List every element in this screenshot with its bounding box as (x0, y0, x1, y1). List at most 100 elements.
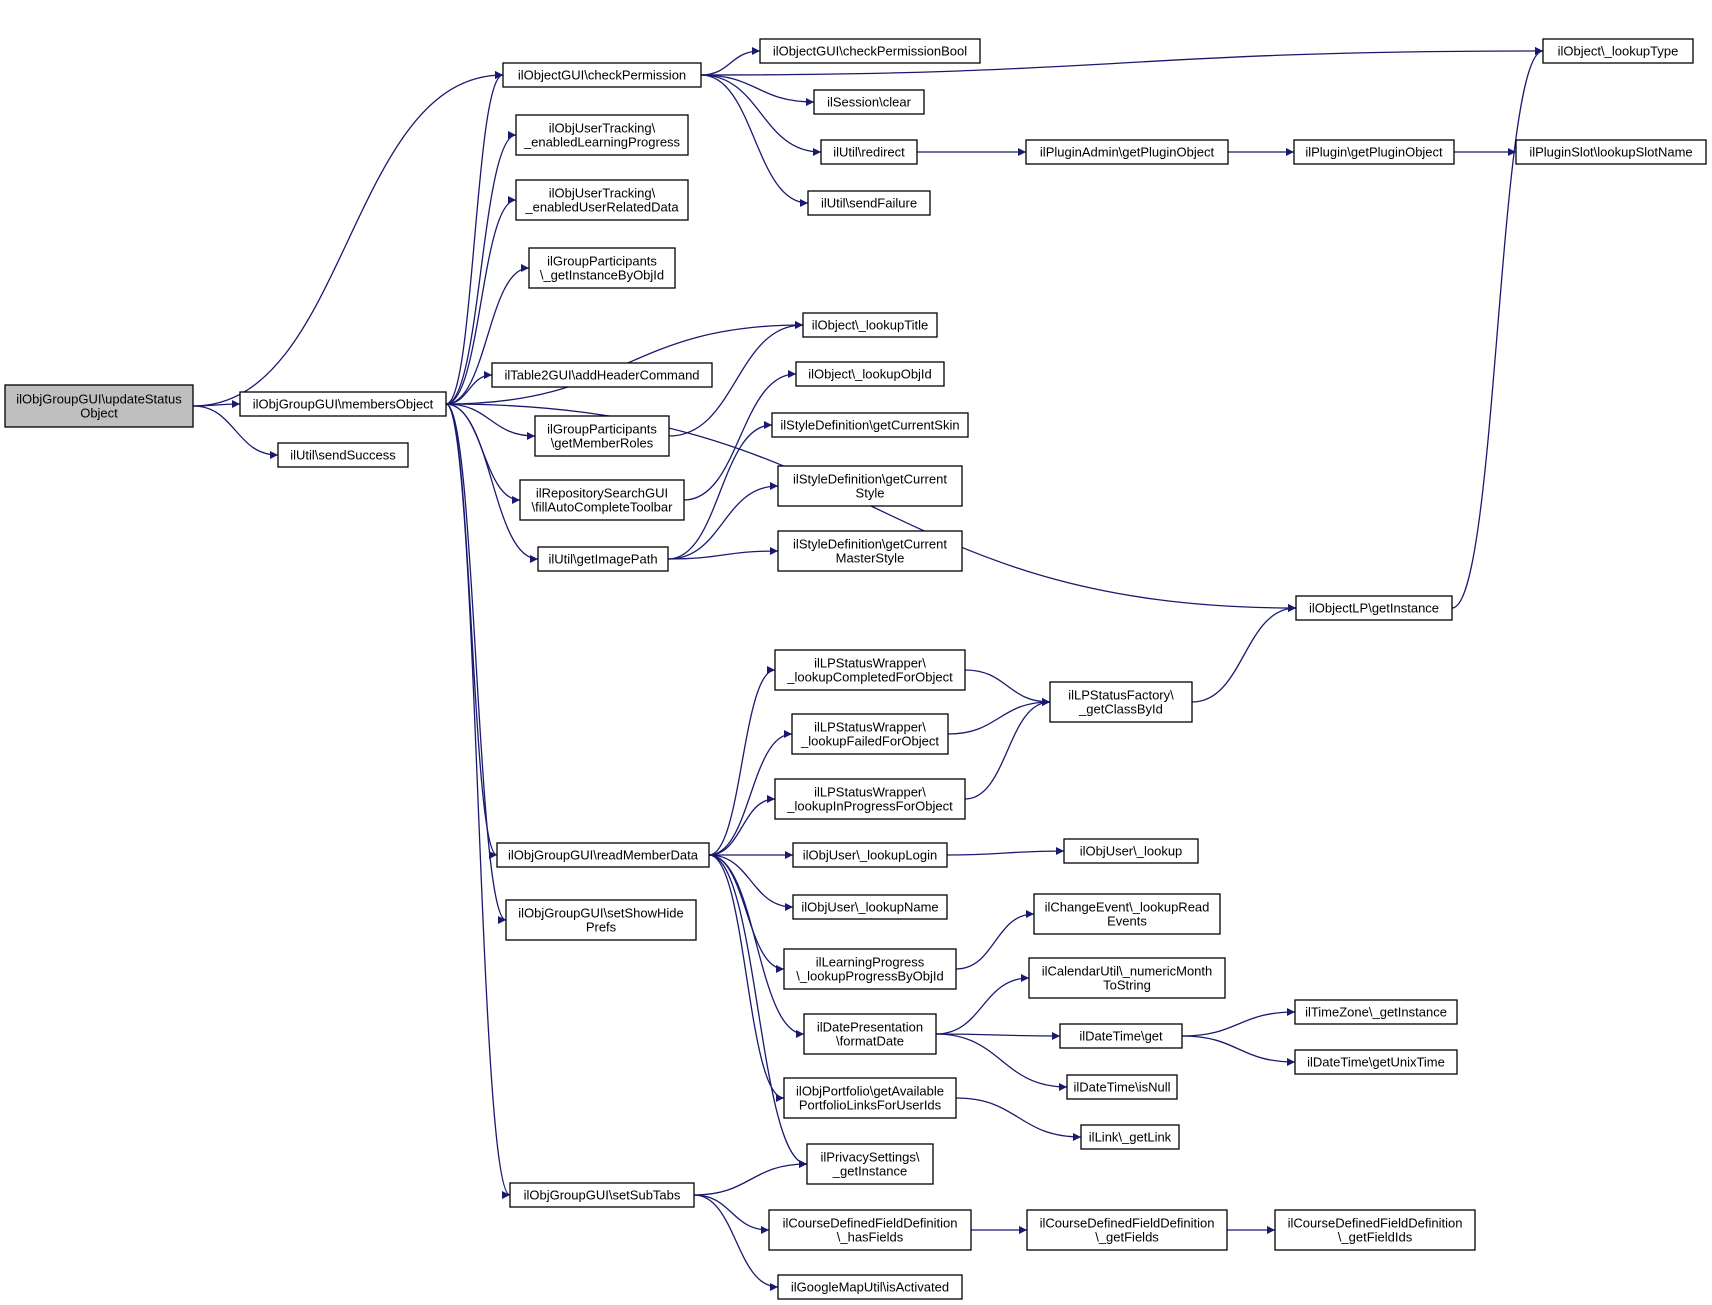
node-box[interactable] (759, 38, 981, 64)
node-ilutil-redirect[interactable]: ilUtil\redirect (820, 139, 918, 165)
node-ilgooglemaputil-isactivated[interactable]: ilGoogleMapUtil\isActivated (777, 1274, 963, 1300)
node-box[interactable] (239, 391, 447, 417)
node-ilgroupparticipants-getmemberroles[interactable]: ilGroupParticipants\getMemberRoles (534, 415, 670, 457)
node-ilcoursedefinedfielddefinition-getfieldids[interactable]: ilCourseDefinedFieldDefinition\_getField… (1274, 1209, 1476, 1251)
node-box[interactable] (515, 179, 689, 221)
node-illink-getlink[interactable]: ilLink\_getLink (1080, 1124, 1180, 1150)
node-box[interactable] (1542, 38, 1694, 64)
node-box[interactable] (1063, 838, 1199, 864)
node-ilobject-lookupobjid[interactable]: ilObject\_lookupObjId (795, 361, 945, 387)
node-ilsession-clear[interactable]: ilSession\clear (813, 89, 925, 115)
node-illpstatusfactory-getclassbyid[interactable]: ilLPStatusFactory\_getClassById (1049, 681, 1193, 723)
node-ilutil-getimagepath[interactable]: ilUtil\getImagePath (537, 546, 669, 572)
node-ilutil-sendfailure[interactable]: ilUtil\sendFailure (807, 190, 931, 216)
node-iltimezone-getinstance[interactable]: ilTimeZone\_getInstance (1294, 999, 1458, 1025)
node-box[interactable] (509, 1182, 695, 1208)
node-ildatetime-get[interactable]: ilDateTime\get (1059, 1023, 1183, 1049)
node-box[interactable] (771, 412, 969, 438)
node-box[interactable] (803, 1013, 937, 1055)
node-iltable2gui-addheadercommand[interactable]: ilTable2GUI\addHeaderCommand (491, 362, 713, 388)
node-ilobjgroupgui-readmemberdata[interactable]: ilObjGroupGUI\readMemberData (496, 842, 710, 868)
node-ildatepresentation-formatdate[interactable]: ilDatePresentation\formatDate (803, 1013, 937, 1055)
node-box[interactable] (783, 948, 957, 990)
node-box[interactable] (491, 362, 713, 388)
node-box[interactable] (807, 190, 931, 216)
node-ilpluginadmin-getpluginobject[interactable]: ilPluginAdmin\getPluginObject (1025, 139, 1229, 165)
node-box[interactable] (813, 89, 925, 115)
node-box[interactable] (1294, 999, 1458, 1025)
node-box[interactable] (528, 247, 676, 289)
node-box[interactable] (783, 1077, 957, 1119)
node-ilpluginslot-lookupslotname[interactable]: ilPluginSlot\lookupSlotName (1515, 139, 1707, 165)
node-illearningprogress-lookupprogressbyobjid[interactable]: ilLearningProgress\_lookupProgressByObjI… (783, 948, 957, 990)
node-box[interactable] (537, 546, 669, 572)
node-ilrepositorysearchgui-fillautocompletetoolbar[interactable]: ilRepositorySearchGUI\fillAutoCompleteTo… (519, 479, 685, 521)
node-ilobjuser-lookupname[interactable]: ilObjUser\_lookupName (792, 894, 948, 920)
node-ilobjuser-lookup[interactable]: ilObjUser\_lookup (1063, 838, 1199, 864)
node-box[interactable] (774, 778, 966, 820)
node-ilstyledefinition-getcurrentskin[interactable]: ilStyleDefinition\getCurrentSkin (771, 412, 969, 438)
node-ilobjgroupgui-setsubtabs[interactable]: ilObjGroupGUI\setSubTabs (509, 1182, 695, 1208)
node-box[interactable] (1049, 681, 1193, 723)
node-ilobjectgui-checkpermissionbool[interactable]: ilObjectGUI\checkPermissionBool (759, 38, 981, 64)
node-box[interactable] (1033, 893, 1221, 935)
node-ilobjuser-lookuplogin[interactable]: ilObjUser\_lookupLogin (792, 842, 948, 868)
node-ilcoursedefinedfielddefinition-hasfields[interactable]: ilCourseDefinedFieldDefinition\_hasField… (768, 1209, 972, 1251)
node-box[interactable] (4, 384, 194, 428)
node-box[interactable] (792, 842, 948, 868)
node-box[interactable] (792, 894, 948, 920)
node-box[interactable] (1066, 1074, 1178, 1100)
node-box[interactable] (1293, 139, 1455, 165)
node-box[interactable] (1080, 1124, 1180, 1150)
node-ilobjgroupgui-membersobject[interactable]: ilObjGroupGUI\membersObject (239, 391, 447, 417)
node-ilobjportfolio-getavailable-portfoliolinksforuserids[interactable]: ilObjPortfolio\getAvailablePortfolioLink… (783, 1077, 957, 1119)
node-ilobjusertracking-enableduserrelateddata[interactable]: ilObjUserTracking\_enabledUserRelatedDat… (515, 179, 689, 221)
node-box[interactable] (820, 139, 918, 165)
node-ilobjectlp-getinstance[interactable]: ilObjectLP\getInstance (1295, 595, 1453, 621)
node-ildatetime-isnull[interactable]: ilDateTime\isNull (1066, 1074, 1178, 1100)
node-box[interactable] (795, 361, 945, 387)
node-ildatetime-getunixtime[interactable]: ilDateTime\getUnixTime (1294, 1049, 1458, 1075)
node-ilutil-sendsuccess[interactable]: ilUtil\sendSuccess (277, 442, 409, 468)
node-box[interactable] (1059, 1023, 1183, 1049)
node-box[interactable] (277, 442, 409, 468)
node-ilobject-lookuptitle[interactable]: ilObject\_lookupTitle (802, 312, 938, 338)
node-box[interactable] (806, 1143, 934, 1185)
node-box[interactable] (777, 1274, 963, 1300)
node-ilobjusertracking-enabledlearningprogress[interactable]: ilObjUserTracking\_enabledLearningProgre… (515, 114, 689, 156)
node-box[interactable] (791, 713, 949, 755)
node-box[interactable] (502, 62, 702, 88)
node-box[interactable] (1028, 957, 1226, 999)
node-ilplugin-getpluginobject[interactable]: ilPlugin\getPluginObject (1293, 139, 1455, 165)
node-ilcoursedefinedfielddefinition-getfields[interactable]: ilCourseDefinedFieldDefinition\_getField… (1026, 1209, 1228, 1251)
node-box[interactable] (496, 842, 710, 868)
node-ilobject-lookuptype[interactable]: ilObject\_lookupType (1542, 38, 1694, 64)
node-ilobjectgui-checkpermission[interactable]: ilObjectGUI\checkPermission (502, 62, 702, 88)
node-illpstatuswrapper-lookupcompletedforobject[interactable]: ilLPStatusWrapper\_lookupCompletedForObj… (774, 649, 966, 691)
node-box[interactable] (1294, 1049, 1458, 1075)
node-box[interactable] (1026, 1209, 1228, 1251)
node-box[interactable] (1025, 139, 1229, 165)
node-box[interactable] (1515, 139, 1707, 165)
node-box[interactable] (777, 465, 963, 507)
node-ilgroupparticipants-getinstancebyobjid[interactable]: ilGroupParticipants\_getInstanceByObjId (528, 247, 676, 289)
node-box[interactable] (1274, 1209, 1476, 1251)
node-box[interactable] (1295, 595, 1453, 621)
node-illpstatuswrapper-lookupfailedforobject[interactable]: ilLPStatusWrapper\_lookupFailedForObject (791, 713, 949, 755)
node-box[interactable] (802, 312, 938, 338)
node-box[interactable] (505, 899, 697, 941)
node-illpstatuswrapper-lookupinprogressforobject[interactable]: ilLPStatusWrapper\_lookupInProgressForOb… (774, 778, 966, 820)
node-box[interactable] (534, 415, 670, 457)
node-box[interactable] (774, 649, 966, 691)
node-ilprivacysettings-getinstance[interactable]: ilPrivacySettings\_getInstance (806, 1143, 934, 1185)
node-box[interactable] (777, 530, 963, 572)
node-box[interactable] (519, 479, 685, 521)
node-box[interactable] (768, 1209, 972, 1251)
node-box[interactable] (515, 114, 689, 156)
